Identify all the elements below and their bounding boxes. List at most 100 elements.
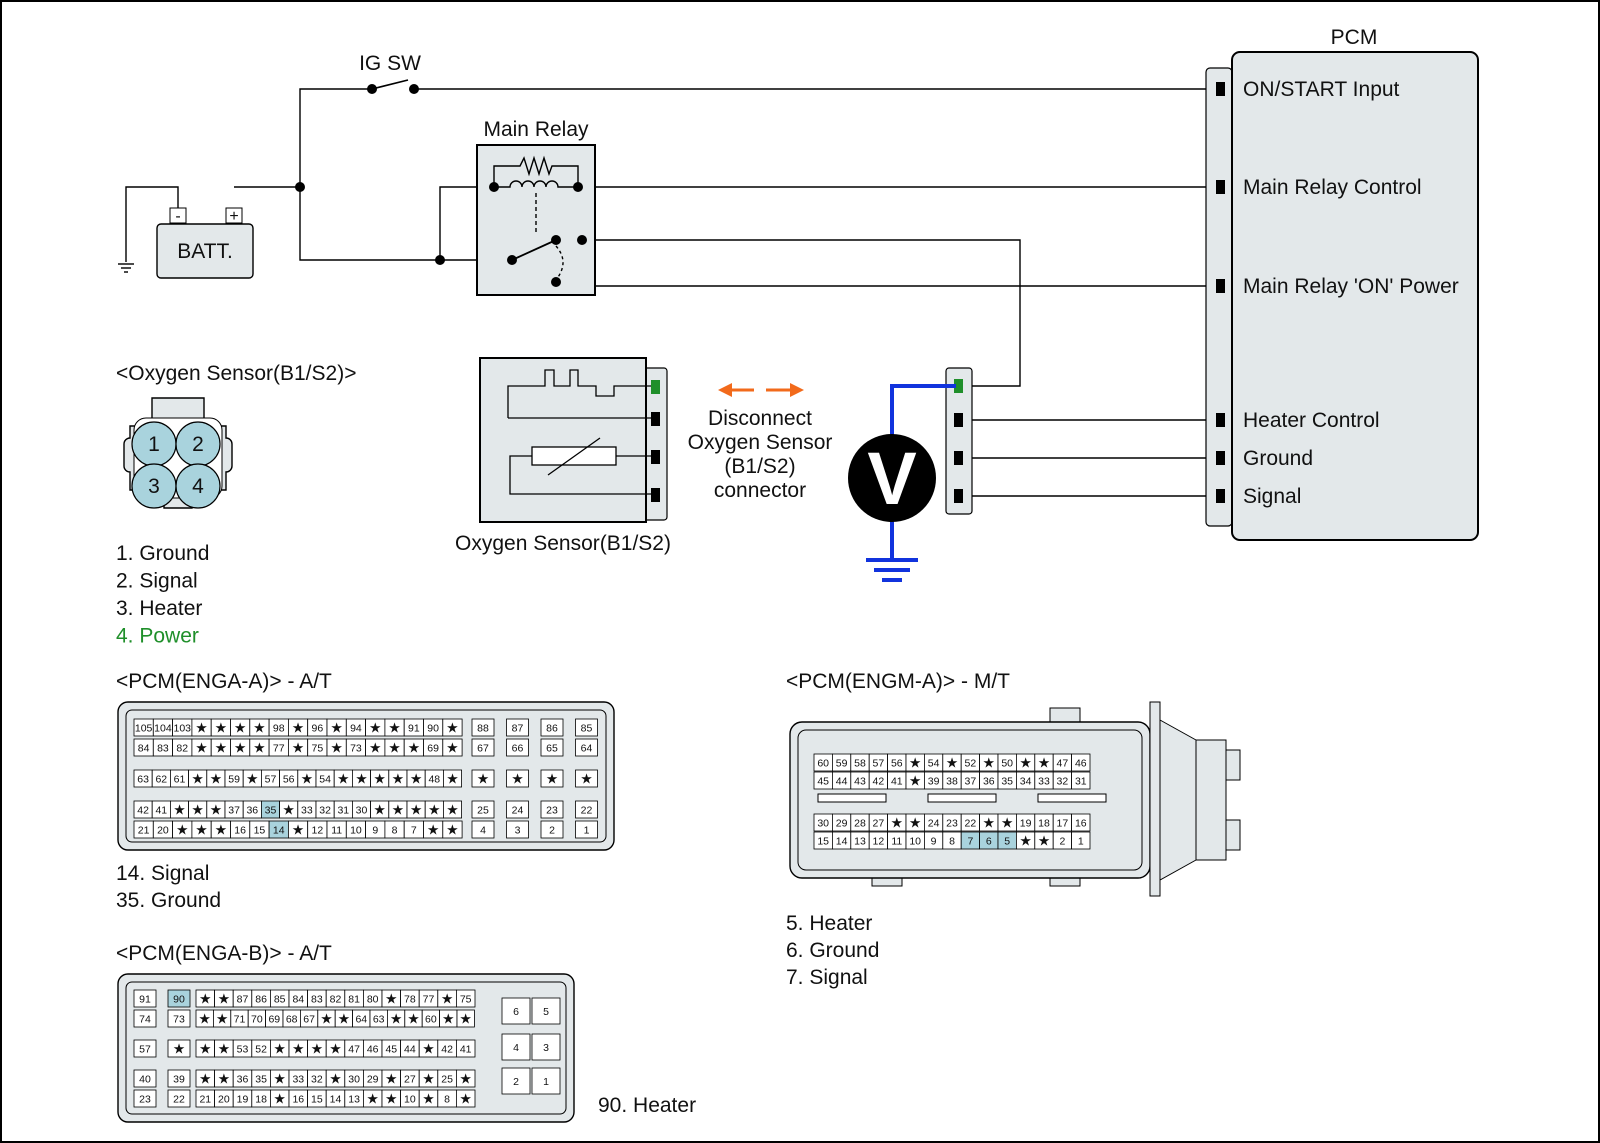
pin-cell <box>442 820 463 839</box>
pin-label: ★ <box>199 1071 212 1087</box>
pin-label: 4 <box>480 824 486 836</box>
pcm-pin <box>1216 180 1225 194</box>
pin-label: ★ <box>983 755 996 771</box>
disconnect-line-4: connector <box>714 479 806 502</box>
pin-label: ★ <box>234 740 247 756</box>
pin-label: 20 <box>157 824 169 836</box>
pin-label: ★ <box>292 1041 305 1057</box>
pin-label: ★ <box>218 1071 231 1087</box>
pin-label: 35 <box>255 1073 267 1085</box>
pin-label: ★ <box>176 822 189 838</box>
pin-cell <box>442 738 463 757</box>
pin-cell <box>455 1039 476 1058</box>
pin-label: ★ <box>215 822 228 838</box>
pin-cell <box>531 997 561 1025</box>
pin-label: 71 <box>234 1013 246 1025</box>
pin-cell <box>471 718 495 737</box>
pin-label: 67 <box>477 742 489 754</box>
pin-cell <box>1071 813 1091 832</box>
pin-label: ★ <box>422 1091 435 1107</box>
pin-label: 41 <box>891 775 903 787</box>
pin-cell <box>167 1069 191 1088</box>
battery-plus: + <box>229 208 238 225</box>
pin-label: ★ <box>191 771 204 787</box>
pin-label: 56 <box>891 757 903 769</box>
pin-label: ★ <box>408 740 421 756</box>
pin-cell <box>133 1039 157 1058</box>
pcm-pin-label: Heater Control <box>1243 409 1380 432</box>
pin-label: ★ <box>580 771 593 787</box>
pin-label: ★ <box>392 802 405 818</box>
pin-cell <box>540 718 564 737</box>
pcm-pin <box>1216 279 1225 293</box>
battery-label: BATT. <box>177 240 233 263</box>
pin-label: 16 <box>292 1093 304 1105</box>
pin-label: 63 <box>137 773 149 785</box>
sensor-pin-number: 3 <box>148 475 160 498</box>
pcm-pin-label: Signal <box>1243 485 1301 508</box>
pin-label: ★ <box>388 740 401 756</box>
engm-a-title: <PCM(ENGM-A)> - M/T <box>786 670 1010 693</box>
pin-cell <box>540 738 564 757</box>
pin-cell <box>442 769 462 788</box>
pin-label: 43 <box>854 775 866 787</box>
pin-label: 22 <box>581 804 593 816</box>
pin-label: 19 <box>237 1093 249 1105</box>
pin-label: 19 <box>1020 817 1032 829</box>
pin-label: ★ <box>198 1011 211 1027</box>
pin-label: 29 <box>836 817 848 829</box>
pin-label: 28 <box>854 817 866 829</box>
pin-label: ★ <box>195 740 208 756</box>
pin-label: 69 <box>427 742 439 754</box>
pin-label: 75 <box>312 742 324 754</box>
pin-label: 37 <box>228 804 240 816</box>
pin-label: ★ <box>1038 755 1051 771</box>
pin-label: 10 <box>909 835 921 847</box>
pin-label: 35 <box>1001 775 1013 787</box>
pin-label: ★ <box>410 771 423 787</box>
pin-label: 14 <box>836 835 848 847</box>
pin-label: 64 <box>581 742 593 754</box>
pin-label: 104 <box>154 722 172 734</box>
pin-label: ★ <box>983 815 996 831</box>
pin-label: ★ <box>218 991 231 1007</box>
pin-label: 62 <box>155 773 167 785</box>
pin-label: ★ <box>330 720 343 736</box>
pin-label: ★ <box>199 1041 212 1057</box>
pin-cell <box>471 820 495 839</box>
pin-cell <box>471 769 495 788</box>
pin-label: 14 <box>273 824 285 836</box>
pin-label: ★ <box>273 1041 286 1057</box>
relay-box <box>476 144 596 296</box>
pin-label: ★ <box>373 771 386 787</box>
pin-label: 35 <box>265 804 277 816</box>
pin-label: 83 <box>157 742 169 754</box>
pin-label: 83 <box>311 993 323 1005</box>
pin-cell <box>540 769 564 788</box>
pcm-pin-label: Ground <box>1243 447 1313 470</box>
pin-cell <box>442 800 462 819</box>
pin-label: ★ <box>1038 833 1051 849</box>
pin-label: 29 <box>367 1073 379 1085</box>
pin-label: 16 <box>1075 817 1087 829</box>
sensor-legend-item: 1. Ground <box>116 542 209 565</box>
pin-label: ★ <box>369 720 382 736</box>
pin-label: 9 <box>372 824 378 836</box>
pin-cell <box>1071 771 1091 790</box>
wires <box>118 88 1218 497</box>
pin-label: 36 <box>237 1073 249 1085</box>
pin-label: 2 <box>513 1076 519 1088</box>
disconnect-arrows <box>718 383 804 397</box>
pin-label: 80 <box>367 993 379 1005</box>
pin-label: 74 <box>139 1013 151 1025</box>
pin-label: ★ <box>338 1011 351 1027</box>
pin-label: ★ <box>446 740 459 756</box>
pin-label: 70 <box>251 1013 263 1025</box>
pin-cell <box>471 738 495 757</box>
pin-label: 16 <box>234 824 246 836</box>
pin-label: ★ <box>385 991 398 1007</box>
pin-label: 40 <box>139 1073 151 1085</box>
